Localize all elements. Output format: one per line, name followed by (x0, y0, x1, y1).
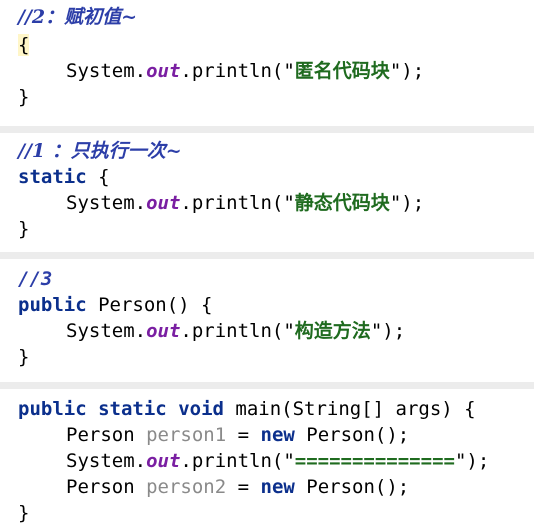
out-field: out (146, 192, 181, 214)
main-signature: main(String[] args) { (223, 398, 476, 420)
call-end: "); (389, 60, 425, 82)
public-keyword: public (18, 398, 87, 420)
close-brace: } (18, 86, 30, 108)
string-literal: ============== (294, 450, 455, 472)
public-keyword: public (18, 294, 87, 316)
open-brace: { (18, 32, 30, 58)
system-ref: System. (66, 450, 147, 472)
new-keyword: new (260, 424, 295, 446)
string-literal: 构造方法 (294, 320, 371, 342)
println-call: .println(" (180, 450, 295, 472)
string-literal: 匿名代码块 (294, 60, 390, 82)
close-brace: } (18, 346, 30, 368)
println-call: .println(" (180, 60, 295, 82)
call-end: "); (454, 450, 490, 472)
system-ref: System. (66, 192, 147, 214)
out-field: out (146, 320, 181, 342)
assign-op: = (226, 476, 261, 498)
out-field: out (146, 450, 181, 472)
main-method-header: public static void main(String[] args) { (18, 396, 476, 422)
header-brace: { (86, 166, 110, 188)
constructor-header: public Person() { (18, 292, 212, 318)
constructor-call: Person(); (294, 476, 410, 498)
block-separator (0, 382, 534, 389)
println-separator: System.out.println("=============="); (66, 448, 489, 474)
system-ref: System. (66, 320, 147, 342)
var-person1: person1 (146, 424, 227, 446)
brace-highlight: { (18, 34, 30, 56)
static-keyword: static (98, 398, 167, 420)
type-person: Person (66, 476, 135, 498)
assign-op: = (226, 424, 261, 446)
constructor-call: Person(); (294, 424, 410, 446)
println-call: .println(" (180, 192, 295, 214)
comment-3: //3 (18, 268, 53, 290)
person2-declaration: Person person2 = new Person(); (66, 474, 409, 500)
block-separator (0, 126, 534, 133)
block-separator (0, 252, 534, 259)
person1-declaration: Person person1 = new Person(); (66, 422, 409, 448)
static-keyword: static (18, 166, 87, 188)
new-keyword: new (260, 476, 295, 498)
var-person2: person2 (146, 476, 227, 498)
comment-assign-initial: //2：赋初值~ (18, 6, 138, 28)
type-person: Person (66, 424, 135, 446)
call-end: "); (370, 320, 406, 342)
println-static-block: System.out.println("静态代码块"); (66, 190, 424, 216)
close-brace: } (18, 218, 30, 240)
string-literal: 静态代码块 (294, 192, 390, 214)
call-end: "); (389, 192, 425, 214)
println-anonymous-block: System.out.println("匿名代码块"); (66, 58, 424, 84)
static-block-header: static { (18, 164, 110, 190)
void-keyword: void (178, 398, 224, 420)
out-field: out (146, 60, 181, 82)
println-constructor: System.out.println("构造方法"); (66, 318, 405, 344)
comment-run-once: //1 ：只执行一次~ (18, 140, 182, 162)
system-ref: System. (66, 60, 147, 82)
close-brace: } (18, 502, 30, 524)
constructor-signature: Person() { (86, 294, 213, 316)
println-call: .println(" (180, 320, 295, 342)
